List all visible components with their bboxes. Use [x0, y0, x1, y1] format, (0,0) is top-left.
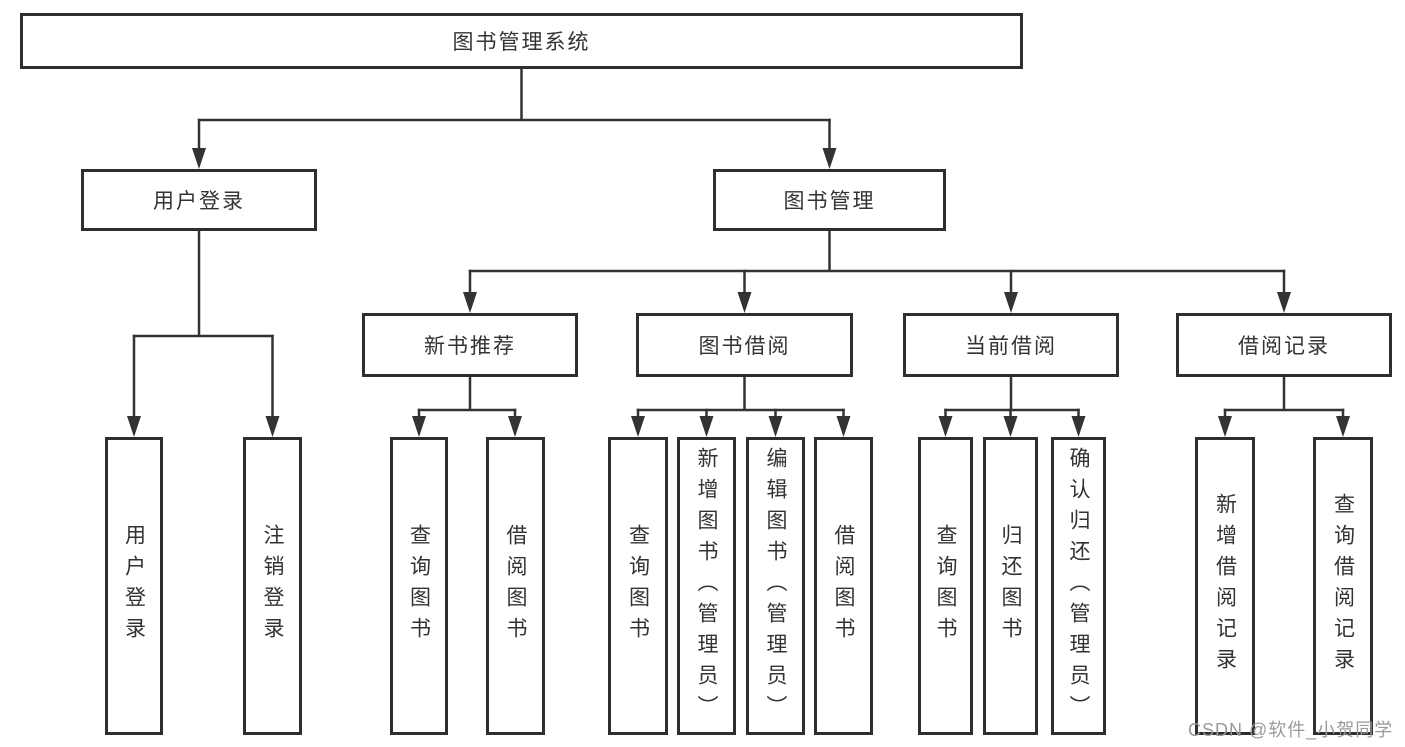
- node-new-book-recommendation: 新书推荐: [362, 313, 578, 377]
- node-label: 确认归还（管理员）: [1067, 446, 1091, 726]
- leaf-confirm-return-admin: 确认归还（管理员）: [1051, 437, 1106, 735]
- connector-book-management-to-level3: [463, 229, 1291, 313]
- leaf-borrow-books: 借阅图书: [814, 437, 873, 735]
- leaf-query-books-current: 查询图书: [918, 437, 973, 735]
- node-label: 查询图书: [407, 524, 431, 648]
- connector-book-borrow-to-leaves: [631, 375, 851, 437]
- node-label: 新增借阅记录: [1213, 493, 1237, 679]
- leaf-edit-books-admin: 编辑图书（管理员）: [746, 437, 805, 735]
- node-label: 新增图书（管理员）: [695, 446, 719, 726]
- leaf-add-borrow-record: 新增借阅记录: [1195, 437, 1255, 735]
- node-label: 图书借阅: [698, 335, 791, 358]
- node-label: 借阅记录: [1238, 335, 1330, 358]
- node-label: 注销登录: [261, 524, 285, 648]
- connector-root-to-level2: [192, 67, 837, 169]
- connector-user-login-to-leaves: [127, 229, 280, 437]
- node-label: 用户登录: [122, 524, 146, 648]
- node-label: 当前借阅: [965, 335, 1057, 358]
- connector-current-borrow-to-leaves: [938, 375, 1086, 437]
- node-borrowing-records: 借阅记录: [1176, 313, 1392, 377]
- leaf-logout: 注销登录: [243, 437, 302, 735]
- node-label: 图书管理: [783, 190, 876, 213]
- node-book-management: 图书管理: [713, 169, 946, 231]
- connector-borrow-records-to-leaves: [1218, 375, 1350, 437]
- csdn-watermark: CSDN @软件_小贺同学: [1188, 720, 1394, 740]
- leaf-add-books-admin: 新增图书（管理员）: [677, 437, 736, 735]
- node-label: 归还图书: [999, 524, 1023, 648]
- node-user-login: 用户登录: [81, 169, 317, 231]
- node-label: 编辑图书（管理员）: [764, 446, 788, 726]
- node-label: 用户登录: [153, 190, 245, 213]
- node-label: 查询借阅记录: [1331, 493, 1355, 679]
- node-library-management-system: 图书管理系统: [20, 13, 1023, 69]
- node-label: 借阅图书: [504, 524, 528, 648]
- node-label: 图书管理系统: [452, 31, 591, 54]
- leaf-query-borrow-record: 查询借阅记录: [1313, 437, 1373, 735]
- node-label: 借阅图书: [832, 524, 856, 648]
- node-label: 查询图书: [934, 524, 958, 648]
- leaf-borrow-books-recommend: 借阅图书: [486, 437, 545, 735]
- leaf-query-books-borrow: 查询图书: [608, 437, 668, 735]
- node-label: 查询图书: [626, 524, 650, 648]
- leaf-user-login: 用户登录: [105, 437, 163, 735]
- connector-new-books-to-leaves: [412, 375, 522, 437]
- node-book-borrowing: 图书借阅: [636, 313, 853, 377]
- node-current-borrowing: 当前借阅: [903, 313, 1119, 377]
- leaf-return-books: 归还图书: [983, 437, 1038, 735]
- node-label: 新书推荐: [424, 335, 516, 358]
- leaf-query-books-recommend: 查询图书: [390, 437, 448, 735]
